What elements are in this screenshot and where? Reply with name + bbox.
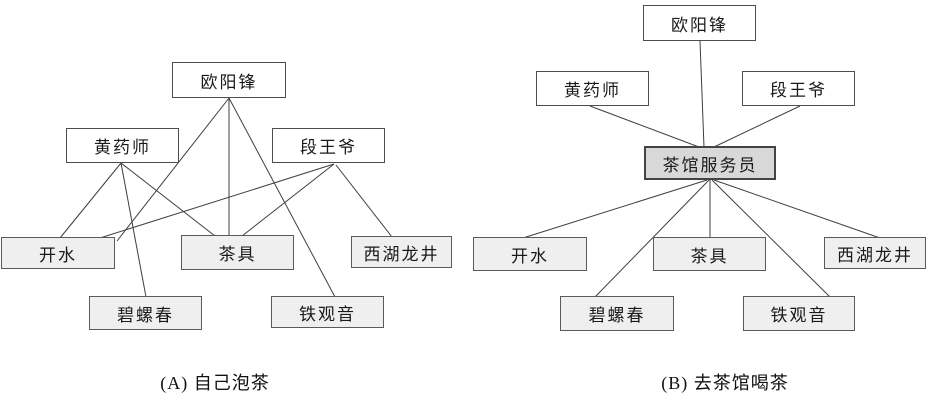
edge-duanwangye-a-chaju-a [241, 163, 335, 237]
edge-huangyaoshi-a-biluochun-a [120, 162, 147, 298]
edge-huangyaoshi-a-chaju-a [120, 162, 216, 237]
caption-b: (B) 去茶馆喝茶 [661, 373, 789, 393]
node-chaju-b: 茶具 [653, 237, 766, 271]
node-biluochun-a: 碧螺春 [89, 296, 202, 330]
node-duanwangye-a: 段王爷 [272, 128, 385, 163]
edge-fuwuyuan-b-kaishui-b [522, 179, 708, 239]
edge-duanwangye-a-kaishui-a [99, 163, 335, 239]
node-fuwuyuan-b: 茶馆服务员 [644, 146, 776, 180]
node-biluochun-b: 碧螺春 [560, 296, 674, 331]
node-chaju-a: 茶具 [181, 235, 294, 270]
edge-duanwangye-a-xihulongjing-a [335, 164, 393, 238]
edge-ouyangfeng-a-kaishui-a [116, 97, 230, 242]
node-duanwangye-b: 段王爷 [742, 71, 855, 106]
edge-huangyaoshi-b-fuwuyuan-b [589, 105, 700, 148]
edge-ouyangfeng-a-tieguanyin-a [228, 97, 336, 298]
node-tieguanyin-a: 铁观音 [271, 296, 384, 328]
node-ouyangfeng-a: 欧阳锋 [172, 62, 286, 98]
node-kaishui-a: 开水 [1, 237, 115, 269]
edge-ouyangfeng-b-fuwuyuan-b [699, 40, 705, 148]
caption-a: (A) 自己泡茶 [160, 373, 270, 393]
node-huangyaoshi-b: 黄药师 [536, 71, 649, 106]
node-tieguanyin-b: 铁观音 [743, 296, 855, 331]
edge-duanwangye-b-fuwuyuan-b [713, 105, 801, 148]
node-ouyangfeng-b: 欧阳锋 [643, 5, 756, 41]
node-huangyaoshi-a: 黄药师 [66, 128, 179, 163]
node-xihulongjing-b: 西湖龙井 [824, 237, 926, 269]
edge-huangyaoshi-a-kaishui-a [59, 162, 122, 239]
edge-fuwuyuan-b-xihulongjing-b [713, 179, 881, 239]
node-xihulongjing-a: 西湖龙井 [351, 236, 452, 268]
edge-fuwuyuan-b-biluochun-b [594, 179, 710, 298]
node-kaishui-b: 开水 [473, 237, 587, 271]
edge-fuwuyuan-b-tieguanyin-b [711, 179, 831, 298]
